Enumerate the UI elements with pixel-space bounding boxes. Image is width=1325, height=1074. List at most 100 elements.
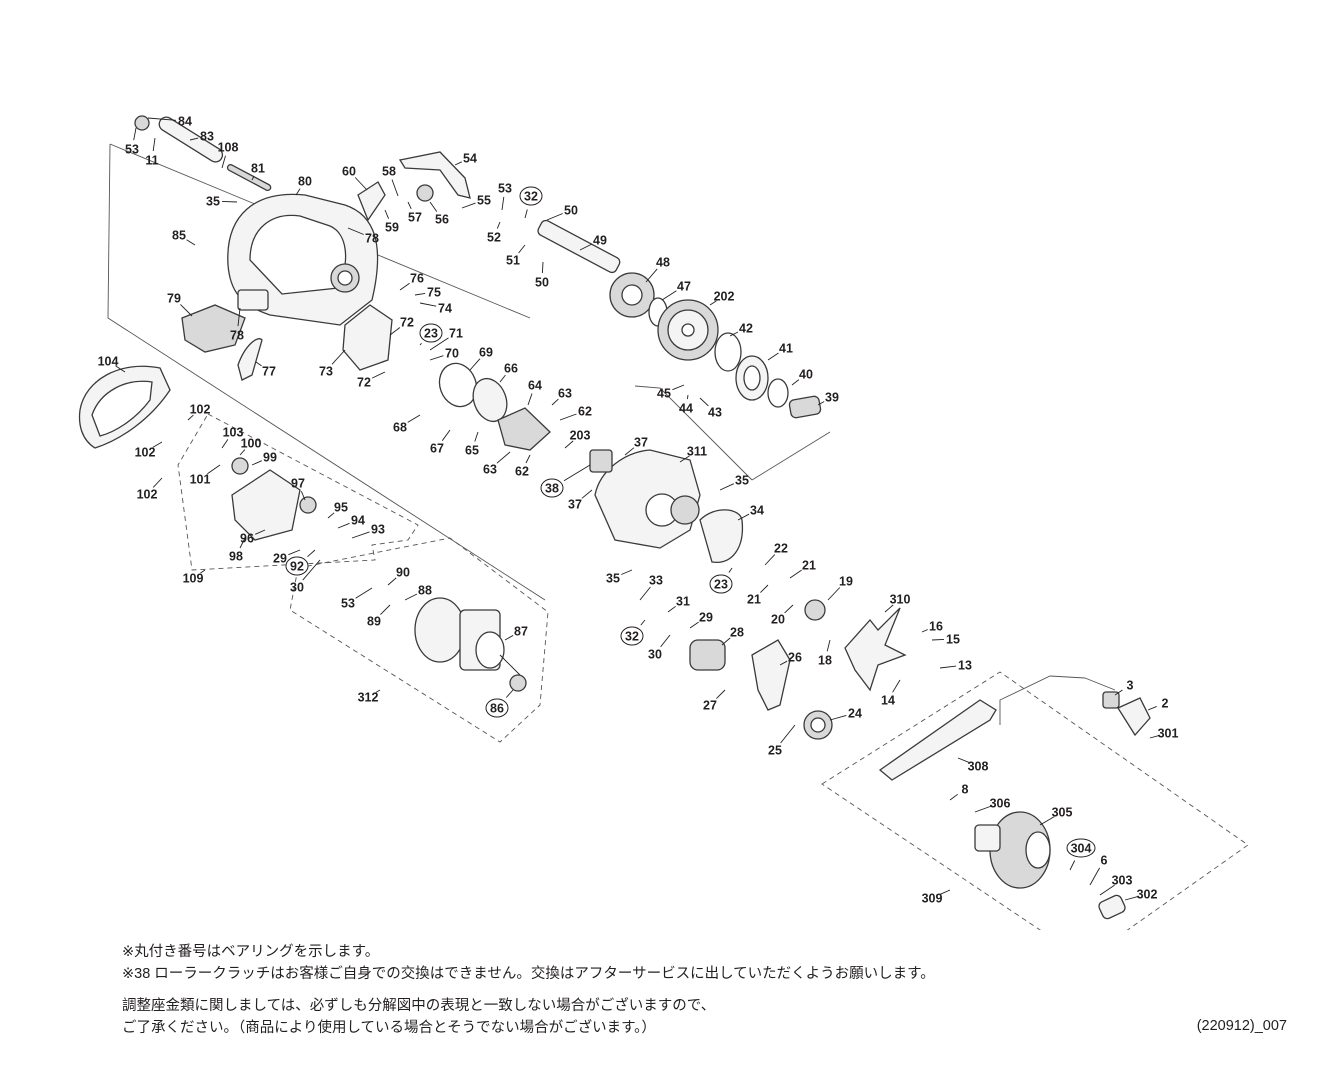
part-label-62b: 62 (515, 454, 531, 479)
leader-line (892, 679, 901, 693)
part-98 (231, 469, 301, 541)
part-label-29b: 29 (689, 611, 713, 629)
leader-line (551, 398, 559, 406)
part-number-text: 87 (514, 625, 528, 639)
part-number-text: 2 (1162, 697, 1169, 711)
leader-line (429, 337, 449, 351)
part-label-302: 302 (1124, 888, 1157, 902)
part-label-13: 13 (939, 659, 972, 673)
leader-line (239, 537, 246, 549)
leader-line (737, 513, 750, 521)
leader-line (207, 464, 221, 475)
part-number-text: 13 (958, 659, 972, 673)
part-number-text: 73 (319, 365, 333, 379)
part-label-89: 89 (367, 604, 391, 629)
part-label-33: 33 (639, 574, 663, 601)
part-number-text: 72 (400, 316, 414, 330)
part-label-23a: 23 (419, 323, 443, 346)
part-label-72a: 72 (389, 316, 414, 336)
part-label-11: 11 (145, 137, 159, 168)
part-number-text: 308 (968, 760, 989, 774)
bearing-circle (540, 478, 564, 498)
leader-line (728, 567, 733, 573)
leader-line (255, 361, 262, 367)
part-60 (357, 181, 386, 222)
part-label-49: 49 (579, 234, 607, 251)
leader-line (679, 455, 690, 463)
part-label-57: 57 (407, 201, 422, 225)
part-label-32a: 32 (519, 186, 543, 219)
part-number-text: 57 (408, 211, 422, 225)
part-number-text: 14 (881, 694, 895, 708)
reel-parts (78, 115, 1151, 920)
part-number-text: 30 (648, 648, 662, 662)
leader-line (496, 451, 511, 464)
part-label-92: 92 (285, 549, 316, 576)
part-73 (342, 304, 393, 371)
part-number-text: 44 (679, 402, 693, 416)
part-number-text: 90 (396, 566, 410, 580)
leader-line (399, 282, 410, 291)
part-label-81: 81 (251, 162, 265, 181)
leader-line (180, 304, 193, 317)
part-label-60: 60 (342, 165, 368, 191)
leader-line (384, 209, 390, 219)
leader-line (564, 440, 574, 449)
part-99 (231, 457, 249, 475)
part-number-text: 72 (357, 376, 371, 390)
bearing-circle (1066, 838, 1096, 858)
part-number-text: 306 (990, 797, 1011, 811)
part-number-text: 16 (929, 620, 943, 634)
part-number-text: 37 (568, 498, 582, 512)
part-number-text: 29 (273, 552, 287, 566)
part-label-48: 48 (645, 256, 670, 283)
part-label-62a: 62 (559, 405, 592, 421)
part-label-32b: 32 (620, 619, 646, 646)
part-number-text: 89 (367, 615, 381, 629)
part-number-text: 92 (290, 560, 304, 574)
leader-line (1039, 816, 1055, 826)
part-label-21b: 21 (747, 584, 769, 607)
part-label-47: 47 (661, 280, 691, 301)
leader-line (337, 522, 350, 529)
note-washer-2: ご了承ください。（商品により使用している場合とそうでない場合がございます。） (122, 1020, 656, 1036)
part-54 (398, 151, 471, 199)
part-label-202: 202 (709, 290, 734, 306)
part-label-65: 65 (465, 431, 479, 458)
part-label-63b: 63 (483, 451, 511, 477)
leader-line (767, 352, 779, 361)
part-label-306: 306 (974, 797, 1011, 813)
leader-line (288, 549, 301, 556)
part-28 (689, 639, 726, 671)
part-label-99: 99 (251, 451, 277, 466)
part-81 (226, 164, 272, 192)
part-label-50a: 50 (546, 204, 578, 221)
part-label-51: 51 (506, 244, 526, 268)
part-number-text: 43 (708, 406, 722, 420)
part-number-text: 51 (506, 254, 520, 268)
part-label-3: 3 (1114, 679, 1134, 696)
part-label-69: 69 (469, 346, 493, 371)
leader-line (661, 290, 677, 301)
part-label-59: 59 (384, 209, 399, 235)
leader-line (826, 639, 831, 652)
part-number-text: 47 (677, 280, 691, 294)
leader-line (921, 629, 928, 633)
part-label-203: 203 (564, 429, 590, 449)
part-number-text: 76 (410, 272, 424, 286)
part-number-text: 65 (465, 444, 479, 458)
part-label-87: 87 (504, 625, 528, 641)
part-number-text: 78 (230, 329, 244, 343)
assembly-guide-lines (107, 143, 1116, 725)
part-number-text: 93 (371, 523, 385, 537)
part-label-16: 16 (921, 620, 943, 634)
part-number-text: 6 (1101, 854, 1108, 868)
part-number-text: 66 (504, 362, 518, 376)
part-302 (1098, 894, 1126, 920)
part-label-109: 109 (183, 569, 206, 586)
part-number-text: 21 (802, 559, 816, 573)
part-number-text: 63 (558, 387, 572, 401)
leader-line (239, 449, 246, 456)
part-number-text: 49 (593, 234, 607, 248)
part-number-text: 62 (515, 465, 529, 479)
